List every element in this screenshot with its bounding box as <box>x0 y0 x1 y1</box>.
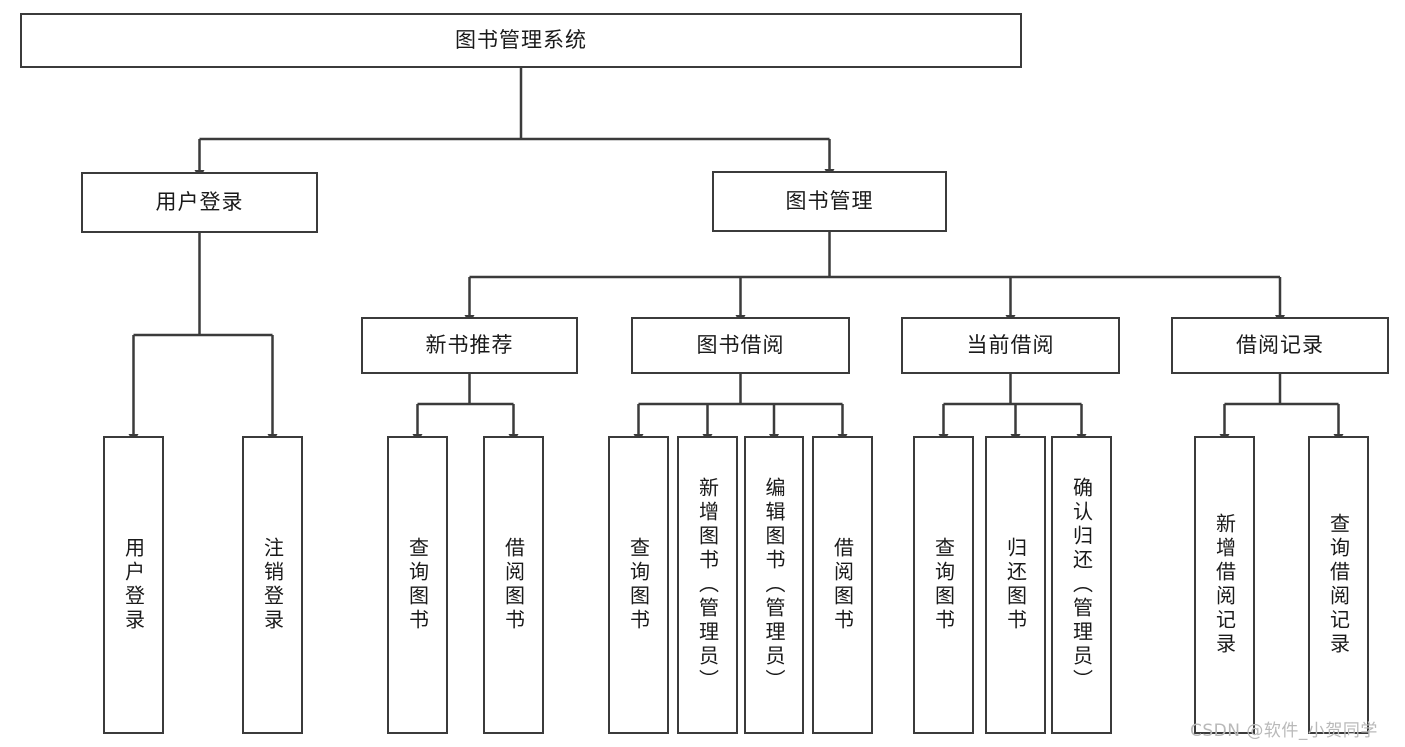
node-label: 查询图书 <box>405 537 430 633</box>
node-label: 查询借阅记录 <box>1326 513 1351 657</box>
node-leaf-borrow-book-1[interactable]: 借阅图书 <box>483 436 544 734</box>
node-leaf-confirm-return[interactable]: 确认归还（管理员） <box>1051 436 1112 734</box>
node-label: 新增借阅记录 <box>1212 513 1237 657</box>
node-label: 图书借阅 <box>696 332 785 357</box>
node-leaf-query-book-1[interactable]: 查询图书 <box>387 436 448 734</box>
node-label: 借阅记录 <box>1236 332 1324 357</box>
node-leaf-logout[interactable]: 注销登录 <box>242 436 303 734</box>
node-l3-current-borrow[interactable]: 当前借阅 <box>901 317 1120 374</box>
node-root[interactable]: 图书管理系统 <box>20 13 1022 68</box>
node-leaf-borrow-book-2[interactable]: 借阅图书 <box>812 436 873 734</box>
node-label: 图书管理 <box>785 188 874 213</box>
node-label: 编辑图书（管理员） <box>762 477 786 693</box>
node-leaf-query-book-3[interactable]: 查询图书 <box>913 436 974 734</box>
node-l3-book-borrow[interactable]: 图书借阅 <box>631 317 850 374</box>
node-label: 借阅图书 <box>830 537 855 633</box>
node-leaf-query-book-2[interactable]: 查询图书 <box>608 436 669 734</box>
node-leaf-user-login[interactable]: 用户登录 <box>103 436 164 734</box>
node-leaf-add-record[interactable]: 新增借阅记录 <box>1194 436 1255 734</box>
node-label: 借阅图书 <box>501 537 526 633</box>
node-label: 图书管理系统 <box>455 27 587 52</box>
node-leaf-return-book[interactable]: 归还图书 <box>985 436 1046 734</box>
node-label: 当前借阅 <box>966 332 1055 357</box>
node-label: 确认归还（管理员） <box>1069 477 1094 693</box>
node-l3-borrow-record[interactable]: 借阅记录 <box>1171 317 1389 374</box>
node-l2-user-login[interactable]: 用户登录 <box>81 172 318 233</box>
node-label: 用户登录 <box>121 537 146 633</box>
node-label: 用户登录 <box>155 189 244 214</box>
node-l2-book-mgmt[interactable]: 图书管理 <box>712 171 947 232</box>
node-label: 查询图书 <box>931 537 956 633</box>
node-label: 新书推荐 <box>425 332 514 357</box>
node-label: 注销登录 <box>260 537 285 633</box>
node-leaf-query-record[interactable]: 查询借阅记录 <box>1308 436 1369 734</box>
csdn-watermark: CSDN @软件_小贺同学 <box>1190 721 1378 741</box>
node-leaf-add-book[interactable]: 新增图书（管理员） <box>677 436 738 734</box>
node-leaf-edit-book[interactable]: 编辑图书（管理员） <box>744 436 804 734</box>
node-label: 归还图书 <box>1003 537 1028 633</box>
node-label: 查询图书 <box>626 537 651 633</box>
node-label: 新增图书（管理员） <box>695 477 720 693</box>
node-l3-new-book-rec[interactable]: 新书推荐 <box>361 317 578 374</box>
